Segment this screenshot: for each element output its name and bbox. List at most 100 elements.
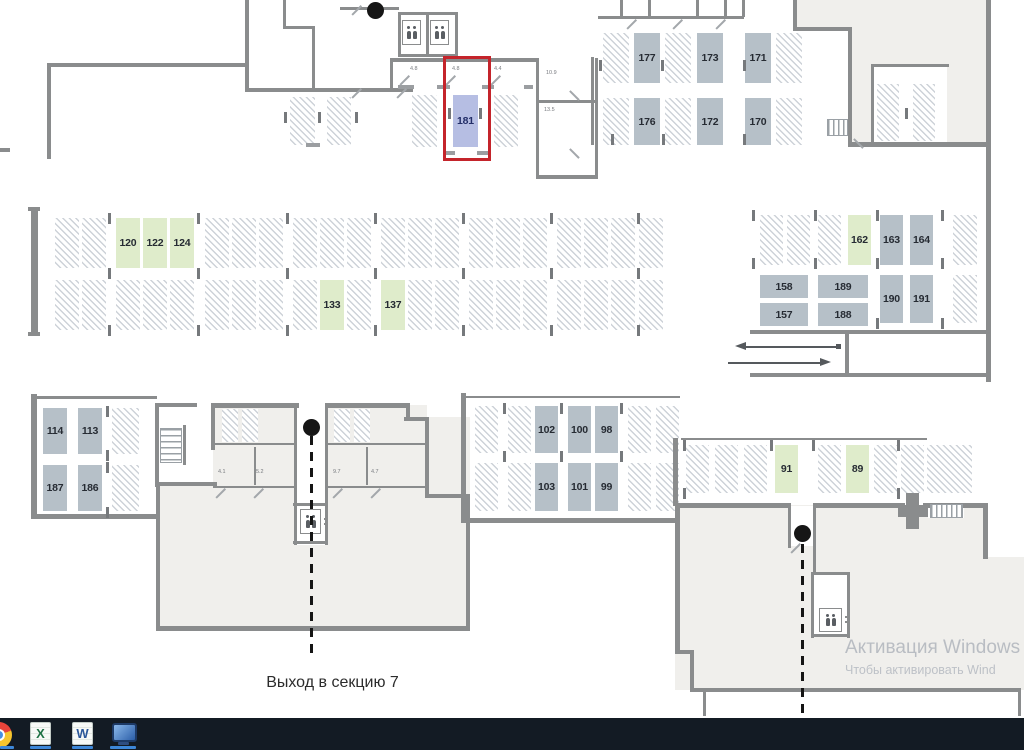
parking-space-occupied-hatched (259, 218, 283, 268)
person-glyph (406, 26, 411, 39)
wall (742, 0, 745, 17)
parking-space-100[interactable]: 100 (568, 406, 591, 453)
parking-space-171[interactable]: 171 (745, 33, 771, 83)
parking-space-101[interactable]: 101 (568, 463, 591, 511)
parking-space-occupied-hatched (953, 215, 977, 265)
parking-space-89[interactable]: 89 (846, 445, 869, 493)
wall (591, 57, 594, 145)
parking-space-137[interactable]: 137 (381, 280, 405, 330)
parking-space-190[interactable]: 190 (880, 275, 903, 323)
parking-space-157[interactable]: 157 (760, 303, 808, 326)
wall (325, 405, 328, 545)
word-icon[interactable]: W (72, 722, 93, 745)
parking-space-occupied-hatched (603, 98, 629, 145)
parking-space-occupied-hatched (818, 445, 841, 493)
wall (463, 518, 680, 523)
parking-space-113[interactable]: 113 (78, 408, 102, 454)
wall (213, 443, 295, 445)
parking-space-120[interactable]: 120 (116, 218, 140, 268)
parking-space-occupied-hatched (584, 218, 608, 268)
parking-space-162[interactable]: 162 (848, 215, 871, 265)
elevator-icon (430, 20, 449, 45)
parking-space-occupied-hatched (435, 218, 459, 268)
wall (849, 373, 986, 377)
parking-space-164[interactable]: 164 (910, 215, 933, 265)
divider-tick (560, 403, 563, 414)
parking-space-189[interactable]: 189 (818, 275, 868, 298)
wall-stub (398, 85, 414, 89)
stairs-icon (827, 119, 848, 136)
parking-space-187[interactable]: 187 (43, 465, 67, 511)
my-computer-icon[interactable] (112, 723, 137, 745)
wall (845, 330, 849, 377)
parking-space-163[interactable]: 163 (880, 215, 903, 265)
parking-space-133[interactable]: 133 (320, 280, 344, 330)
parking-space-114[interactable]: 114 (43, 408, 67, 454)
divider-tick (374, 325, 377, 336)
parking-space-102[interactable]: 102 (535, 406, 558, 453)
wall (35, 396, 157, 399)
person-glyph (412, 26, 417, 39)
parking-space-occupied-hatched (55, 218, 79, 268)
parking-space-98[interactable]: 98 (595, 406, 618, 453)
parking-space-176[interactable]: 176 (634, 98, 660, 145)
divider-tick (462, 213, 465, 224)
wall (155, 403, 197, 407)
watermark-title: Активация Windows (845, 637, 1021, 658)
parking-space-99[interactable]: 99 (595, 463, 618, 511)
wall (788, 503, 791, 548)
wall (620, 0, 623, 17)
door-swing (490, 75, 501, 86)
parking-space-occupied-hatched (347, 218, 371, 268)
wall (183, 425, 186, 465)
wall (811, 634, 850, 637)
taskbar-indicator (110, 746, 136, 749)
parking-space-occupied-hatched (475, 463, 498, 511)
chrome-icon[interactable] (0, 722, 12, 748)
parking-space-158[interactable]: 158 (760, 275, 808, 298)
parking-space-124[interactable]: 124 (170, 218, 194, 268)
divider-tick (770, 440, 773, 451)
parking-space-occupied-hatched (408, 280, 432, 330)
wall (813, 503, 816, 548)
parking-space-191[interactable]: 191 (910, 275, 933, 323)
parking-space-188[interactable]: 188 (818, 303, 868, 326)
divider-tick (620, 403, 623, 414)
wall (406, 403, 410, 421)
divider-tick (479, 108, 482, 119)
parking-space-occupied-hatched (82, 280, 106, 330)
building-area (156, 484, 216, 628)
parking-space-occupied-hatched (82, 218, 106, 268)
room-area-label: 4.8 (410, 66, 418, 72)
divider-tick (550, 325, 553, 336)
excel-icon[interactable]: X (30, 722, 51, 745)
divider-tick (905, 108, 908, 119)
divider-tick (108, 268, 111, 279)
wall (793, 0, 797, 30)
wall (724, 0, 727, 17)
parking-space-122[interactable]: 122 (143, 218, 167, 268)
divider-tick (743, 134, 746, 145)
wall (340, 7, 368, 10)
highlighted-space-box[interactable] (443, 56, 491, 161)
parking-space-172[interactable]: 172 (697, 98, 723, 145)
door-swing (672, 19, 683, 30)
parking-space-186[interactable]: 186 (78, 465, 102, 511)
divider-tick (286, 325, 289, 336)
parking-space-91[interactable]: 91 (775, 445, 798, 493)
wall-stub (306, 143, 320, 147)
wall (750, 373, 847, 377)
parking-space-177[interactable]: 177 (634, 33, 660, 83)
parking-space-103[interactable]: 103 (535, 463, 558, 511)
parking-space-occupied-hatched (776, 98, 802, 145)
parking-space-occupied-hatched (435, 280, 459, 330)
parking-space-170[interactable]: 170 (745, 98, 771, 145)
parking-space-occupied-hatched (347, 280, 371, 330)
parking-space-occupied-hatched (776, 33, 802, 83)
divider-tick (814, 210, 817, 221)
parking-space-occupied-hatched (611, 280, 635, 330)
parking-space-occupied-hatched (259, 280, 283, 330)
parking-space-181[interactable]: 181 (453, 95, 478, 147)
parking-space-173[interactable]: 173 (697, 33, 723, 83)
route-dashed-line (309, 436, 313, 658)
